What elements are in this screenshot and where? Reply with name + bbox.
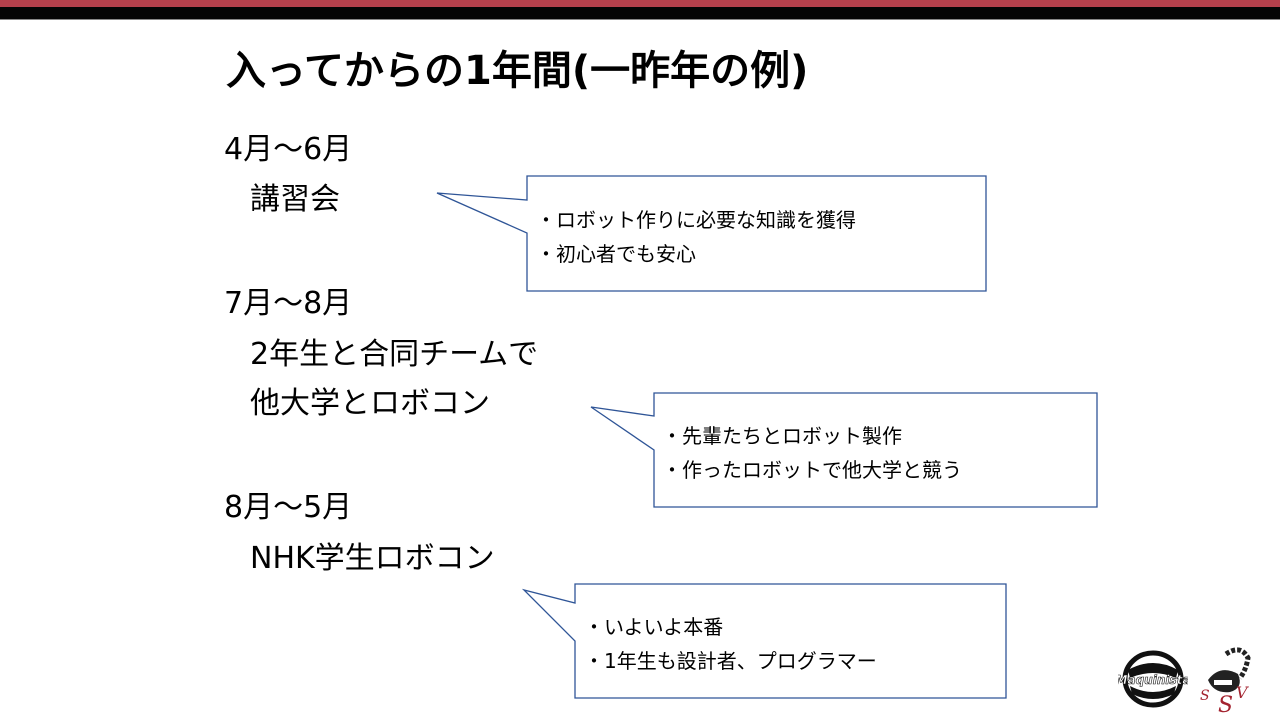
ssv-logo: S S V	[1200, 647, 1251, 716]
maquinista-logo: Maquinista	[1118, 650, 1188, 708]
period-label: 8月～5月	[224, 490, 353, 525]
period-activity: 講習会	[250, 182, 340, 217]
period-activity: NHK学生ロボコン	[250, 541, 495, 576]
callout-2	[590, 392, 1098, 508]
callout-note-2: ・先輩たちとロボット製作 ・作ったロボットで他大学と競う	[662, 419, 962, 487]
note-line: ・いよいよ本番	[584, 615, 724, 639]
header-bar	[0, 7, 1280, 20]
period-activity: 他大学とロボコン	[250, 386, 490, 421]
svg-text:S: S	[1200, 688, 1210, 704]
svg-text:V: V	[1236, 683, 1249, 702]
period-label: 4月～6月	[224, 132, 353, 167]
note-line: ・ロボット作りに必要な知識を獲得	[536, 208, 856, 232]
note-line: ・作ったロボットで他大学と競う	[662, 458, 962, 482]
period-label: 7月～8月	[224, 286, 353, 321]
note-line: ・先輩たちとロボット製作	[662, 424, 902, 448]
header-accent-bar	[0, 0, 1280, 7]
callout-note-3: ・いよいよ本番 ・1年生も設計者、プログラマー	[584, 610, 877, 678]
svg-text:Maquinista: Maquinista	[1118, 673, 1188, 687]
note-line: ・初心者でも安心	[536, 242, 696, 266]
period-activity: 2年生と合同チームで	[250, 337, 539, 372]
svg-text:S: S	[1218, 693, 1233, 716]
callout-note-1: ・ロボット作りに必要な知識を獲得 ・初心者でも安心	[536, 203, 856, 271]
note-line: ・1年生も設計者、プログラマー	[584, 649, 877, 673]
callout-1	[436, 175, 987, 292]
callout-3	[521, 583, 1007, 699]
slide-title: 入ってからの1年間(一昨年の例)	[226, 48, 809, 94]
